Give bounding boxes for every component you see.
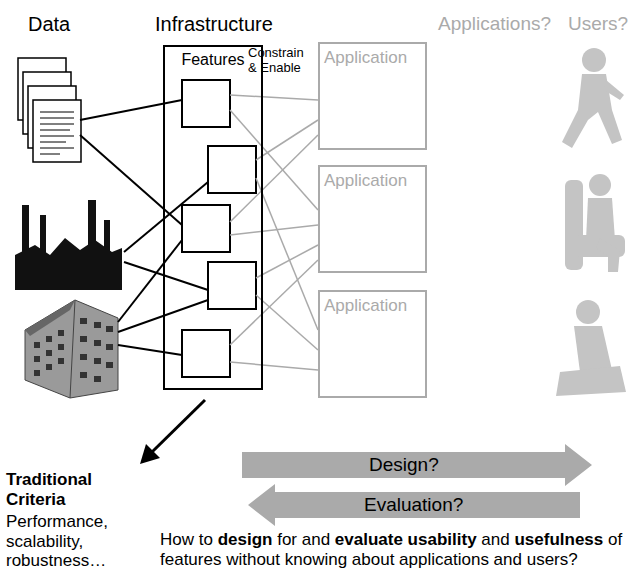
question-text: How to design for and evaluate usability… [160,530,626,569]
data-links [80,100,208,355]
column-heading: Data [28,13,70,36]
criteria-arrow [140,400,205,464]
arrow-label: Design? [369,454,439,476]
box-label: Application [320,292,425,316]
box-label: Application [320,167,425,191]
feature-links [230,95,318,370]
factory-icon [15,200,122,290]
box-heading: Infrastructure [155,13,273,36]
infrastructure-box: InfrastructureFeatures [163,45,263,390]
box-subheading: Features [165,51,261,69]
question-keyword: design [218,530,273,549]
design-arrow [242,444,592,486]
evaluation-arrow [248,484,580,526]
column-heading: Applications? [438,13,551,35]
application-box: Application [318,290,427,398]
application-box: Application [318,42,427,150]
application-box: Application [318,165,427,273]
question-keyword: evaluate usability [335,530,477,549]
box-label: Application [320,44,425,68]
question-part: How to [160,530,213,549]
arrow-label: Evaluation? [364,494,463,516]
annotation: Constrain & Enable [248,46,314,76]
question-part: and [481,530,509,549]
feature-boxes [182,80,256,377]
criteria-list: Performance, scalability, robustness… [6,512,156,571]
column-heading: Users? [568,13,628,35]
question-part: for and [277,530,330,549]
user-figures [556,48,626,396]
building-icon [25,300,118,398]
criteria-heading: Traditional Criteria [6,470,126,509]
documents-icon [18,58,81,162]
question-keyword: usefulness [514,530,603,549]
